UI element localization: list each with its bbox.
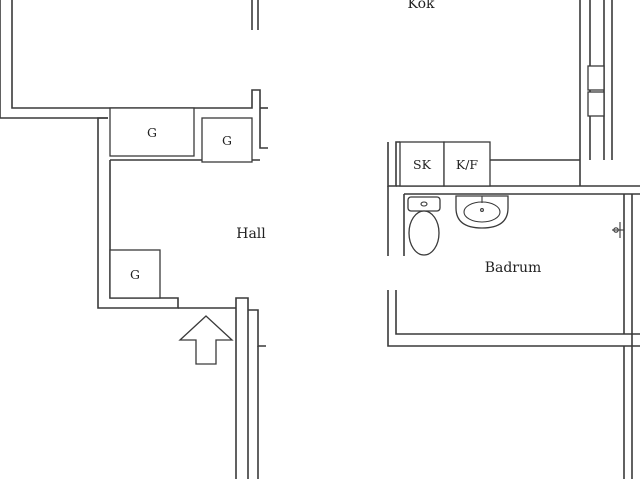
toilet-icon: [407, 196, 441, 256]
wardrobe-3-label: G: [130, 267, 140, 282]
cabinet-sk-label: SK: [413, 157, 432, 172]
room-label-bathroom: Badrum: [485, 260, 542, 276]
wardrobe-2: G: [201, 117, 253, 163]
fridge-freezer: K/F: [443, 141, 491, 187]
room-label-hall: Hall: [236, 226, 266, 242]
wardrobe-3: G: [109, 249, 161, 299]
entrance-arrow-icon: [178, 315, 234, 365]
upper-left-room-walls: [0, 0, 268, 149]
wardrobe-1: G: [109, 107, 195, 157]
wardrobe-1-label: G: [147, 125, 157, 140]
washbasin-icon: [455, 195, 509, 229]
cabinet-sk: SK: [399, 141, 445, 187]
kitchen-walls: [490, 0, 613, 186]
shower-head-icon: [612, 222, 624, 238]
fridge-freezer-label: K/F: [456, 157, 479, 172]
bathroom-walls: [387, 141, 640, 479]
room-label-kitchen: Kök: [408, 0, 436, 12]
wardrobe-2-label: G: [222, 133, 232, 148]
